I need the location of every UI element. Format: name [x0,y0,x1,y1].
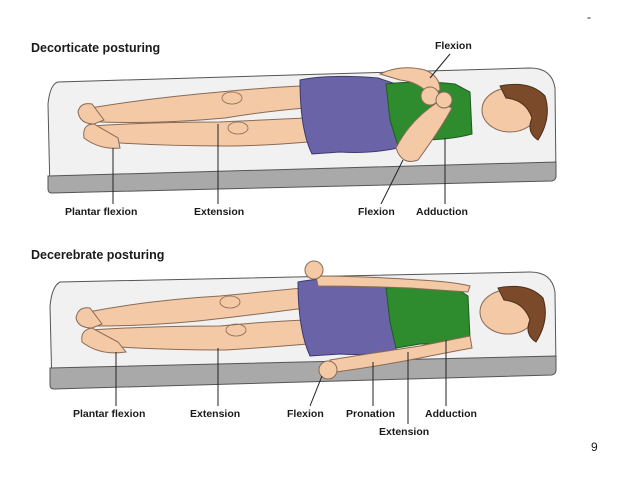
decorticate-title: Decorticate posturing [31,41,161,55]
arm-top [315,275,471,293]
shorts [297,277,397,357]
foot-lower [83,123,121,149]
decerebrate-label-extension: Extension [190,408,241,420]
foot-lower [81,327,127,354]
mattress-side [47,161,557,194]
decorticate-label-extension: Extension [194,206,245,218]
decorticate-label-plantar: Plantar flexion [65,206,138,218]
decerebrate-title: Decerebrate posturing [31,248,165,262]
foot-upper [75,307,103,329]
hair [499,83,548,141]
decorticate-figure [47,53,557,205]
arm-bottom [329,335,473,373]
corner-mark: - [587,10,591,24]
decorticate-label-flexion-top: Flexion [435,40,472,52]
decerebrate-figure [49,260,557,424]
arm-lower [395,101,453,162]
decerebrate-label-adduction: Adduction [425,408,477,420]
decerebrate-label-plantar: Plantar flexion [73,408,146,420]
page-number: 9 [591,440,598,454]
decorticate-label-adduction: Adduction [416,206,468,218]
mattress-side [49,355,557,390]
hair [497,285,546,343]
decorticate-label-flexion: Flexion [358,206,395,218]
decerebrate-label-pronation: Pronation [346,408,395,420]
decerebrate-label-flexion: Flexion [287,408,324,420]
decerebrate-label-extension-arm: Extension [379,426,430,438]
shorts [299,75,399,155]
